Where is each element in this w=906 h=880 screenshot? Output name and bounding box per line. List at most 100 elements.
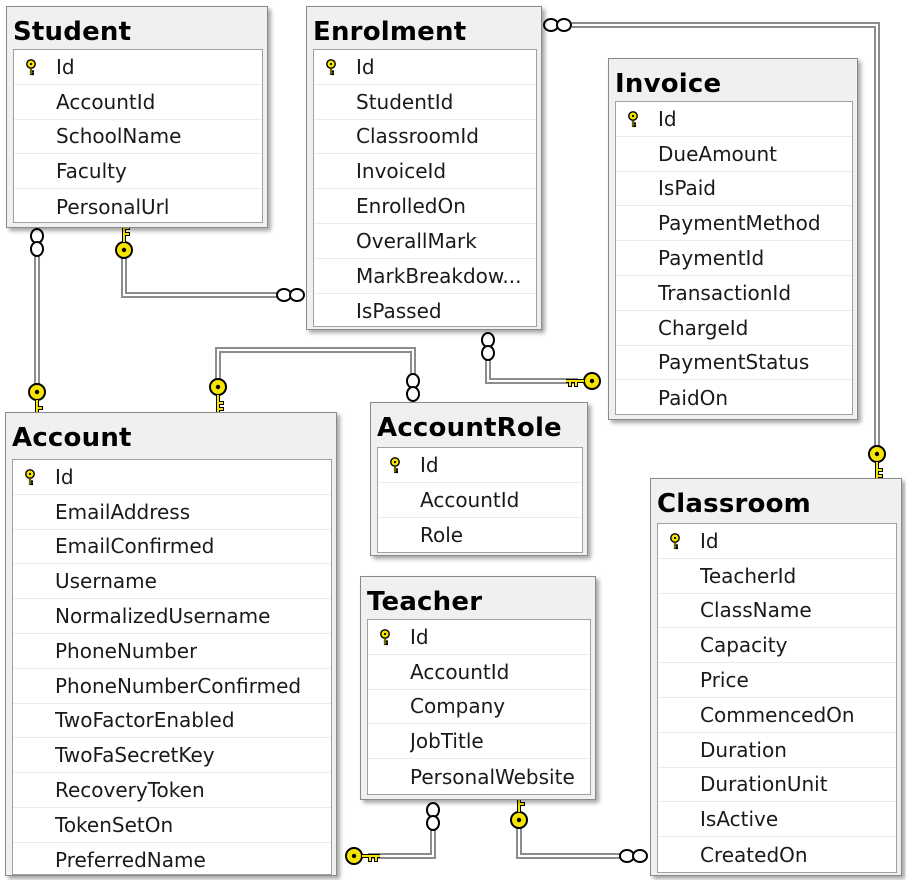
rel-student-enrolment[interactable] (121, 258, 278, 298)
row-selector (616, 380, 658, 414)
row-selector (314, 154, 356, 188)
column-row[interactable]: Id (314, 50, 536, 85)
column-row[interactable]: SchoolName (14, 120, 262, 155)
column-row[interactable]: IsPaid (616, 172, 852, 207)
column-row[interactable]: Capacity (658, 628, 896, 664)
column-name: JobTitle (410, 729, 484, 754)
infinity-icon (406, 373, 420, 402)
column-row[interactable]: PaidOn (616, 380, 852, 414)
column-row[interactable]: Price (658, 663, 896, 698)
column-row[interactable]: CommencedOn (658, 698, 896, 733)
column-row[interactable]: Id (14, 50, 262, 85)
column-row[interactable]: PersonalUrl (14, 189, 262, 222)
column-row[interactable]: TokenSetOn (13, 808, 331, 843)
primary-key-icon (616, 102, 658, 136)
column-row[interactable]: StudentId (314, 85, 536, 120)
column-row[interactable]: PaymentStatus (616, 346, 852, 381)
column-name: PaymentMethod (658, 211, 821, 236)
column-row[interactable]: TwoFactorEnabled (13, 704, 331, 739)
column-row[interactable]: TwoFaSecretKey (13, 738, 331, 774)
column-name: PhoneNumberConfirmed (55, 673, 302, 698)
rel-account-accountrole[interactable] (215, 347, 416, 382)
row-selector (314, 259, 356, 293)
column-row[interactable]: IsActive (658, 802, 896, 838)
column-row[interactable]: NormalizedUsername (13, 599, 331, 634)
column-row[interactable]: Duration (658, 733, 896, 768)
column-row[interactable]: IsPassed (314, 294, 536, 326)
column-name: PaymentId (658, 246, 765, 271)
column-row[interactable]: EmailAddress (13, 495, 331, 530)
row-selector (368, 759, 410, 794)
rel-teacher-classroom[interactable] (516, 826, 620, 859)
rel-invoice-enrolment[interactable] (485, 360, 578, 384)
column-row[interactable]: RecoveryToken (13, 773, 331, 808)
column-name: Role (420, 522, 464, 547)
column-row[interactable]: Company (368, 690, 590, 725)
column-row[interactable]: OverallMark (314, 224, 536, 259)
column-name: Price (700, 668, 749, 693)
column-row[interactable]: ClassroomId (314, 120, 536, 155)
column-row[interactable]: ClassName (658, 594, 896, 629)
column-row[interactable]: PreferredName (13, 843, 331, 874)
column-row[interactable]: Id (658, 524, 896, 559)
row-selector (13, 669, 55, 703)
column-row[interactable]: Username (13, 564, 331, 600)
column-name: AccountId (56, 89, 156, 114)
primary-key-icon (658, 524, 700, 558)
column-row[interactable]: AccountId (378, 483, 582, 518)
column-row[interactable]: CreatedOn (658, 837, 896, 872)
column-row[interactable]: TeacherId (658, 559, 896, 594)
column-name: NormalizedUsername (55, 604, 271, 629)
row-selector (13, 704, 55, 738)
column-name: PaymentStatus (658, 350, 810, 375)
rel-account-teacher[interactable] (368, 830, 436, 859)
column-row[interactable]: AccountId (368, 655, 590, 690)
column-row[interactable]: DueAmount (616, 137, 852, 172)
row-selector (13, 530, 55, 564)
key-icon (867, 444, 887, 482)
column-row[interactable]: Id (368, 620, 590, 655)
column-row[interactable]: EnrolledOn (314, 189, 536, 224)
column-row[interactable]: MarkBreakdow... (314, 259, 536, 294)
column-row[interactable]: JobTitle (368, 724, 590, 760)
column-row[interactable]: Id (378, 448, 582, 483)
column-name: EnrolledOn (356, 194, 466, 219)
column-row[interactable]: PhoneNumber (13, 634, 331, 669)
column-row[interactable]: AccountId (14, 85, 262, 120)
row-selector (378, 483, 420, 517)
table-title: AccountRole (377, 413, 562, 443)
column-name: IsPaid (658, 176, 716, 201)
column-row[interactable]: PhoneNumberConfirmed (13, 669, 331, 704)
column-row[interactable]: Role (378, 518, 582, 552)
column-row[interactable]: Id (616, 102, 852, 137)
column-name: PreferredName (55, 848, 206, 873)
column-row[interactable]: ChargeId (616, 311, 852, 346)
table-title: Enrolment (313, 17, 467, 47)
row-selector (13, 808, 55, 842)
column-row[interactable]: Faculty (14, 154, 262, 190)
column-name: Id (56, 54, 75, 79)
column-row[interactable]: EmailConfirmed (13, 530, 331, 565)
column-row[interactable]: DurationUnit (658, 768, 896, 803)
column-row[interactable]: Id (13, 460, 331, 495)
column-name: Duration (700, 737, 787, 762)
row-selector (658, 733, 700, 767)
column-row[interactable]: PersonalWebsite (368, 759, 590, 794)
column-row[interactable]: InvoiceId (314, 154, 536, 190)
row-selector (368, 690, 410, 724)
column-row[interactable]: TransactionId (616, 276, 852, 311)
column-row[interactable]: PaymentMethod (616, 206, 852, 242)
column-row[interactable]: PaymentId (616, 241, 852, 276)
